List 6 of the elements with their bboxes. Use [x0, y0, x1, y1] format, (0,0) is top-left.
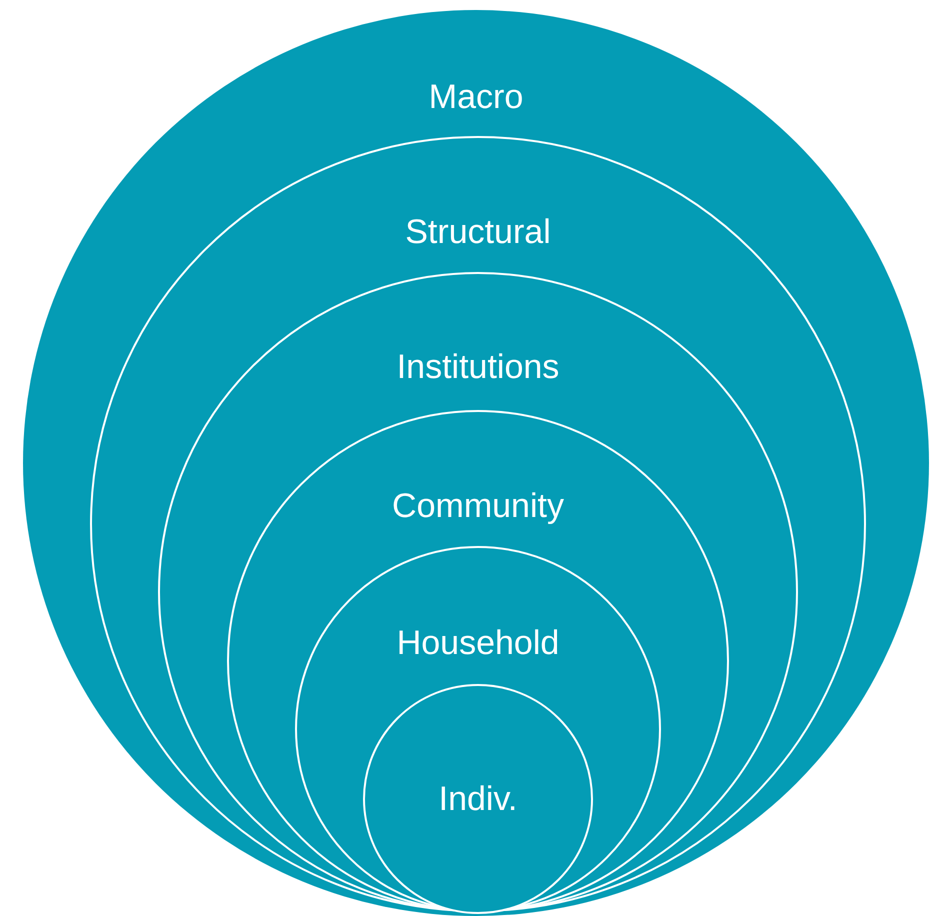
- layer-label: Household: [396, 623, 560, 663]
- layer-label: Macro: [428, 77, 524, 117]
- layer-label: Structural: [405, 212, 551, 252]
- layer-label: Indiv.: [438, 779, 518, 819]
- layer-label: Community: [392, 486, 564, 526]
- layer-label: Institutions: [396, 347, 560, 387]
